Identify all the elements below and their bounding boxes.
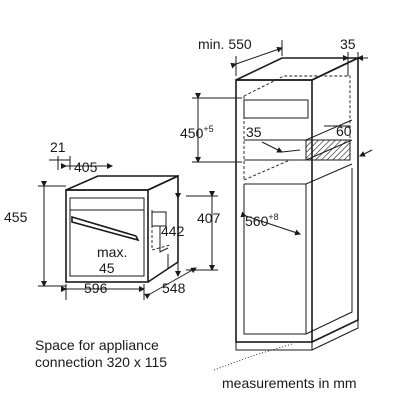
label-max: max. — [97, 244, 127, 260]
note-space-line2: connection 320 x 115 — [35, 354, 167, 370]
dim-top-offset: 21 — [49, 139, 71, 170]
label-vent-depth: 60 — [336, 123, 352, 139]
oven-handle — [71, 215, 140, 242]
note-units: measurements in mm — [222, 375, 357, 391]
label-niche-height: 450+5 — [180, 124, 214, 141]
label-height: 455 — [4, 209, 28, 225]
label-back-gap: 35 — [340, 36, 356, 52]
label-depth: 548 — [162, 280, 186, 296]
dim-max-projection: max. 45 — [97, 244, 127, 276]
label-side-gap: 35 — [246, 124, 262, 140]
dim-min-width: min. 550 — [198, 36, 283, 76]
dim-top-depth: 405 — [61, 159, 113, 175]
connection-leader — [213, 343, 293, 371]
cabinet-side — [311, 56, 359, 343]
dim-niche-depth: 560+8 — [240, 211, 301, 236]
label-min-width: min. 550 — [198, 36, 252, 52]
dim-niche-height: 450+5 — [180, 93, 242, 163]
label-max-value: 45 — [99, 260, 115, 276]
dim-side-gap: 35 — [246, 124, 301, 153]
oven-door — [69, 197, 145, 277]
vent-block — [305, 139, 351, 161]
dim-width: 596 — [61, 280, 145, 300]
oven-front-face — [65, 189, 149, 283]
cabinet-niche — [243, 75, 351, 160]
cabinet-front — [235, 79, 313, 343]
cabinet-drawing — [235, 56, 359, 351]
dim-front-height: 407 — [186, 191, 221, 271]
label-inner-height: 442 — [161, 223, 185, 239]
cabinet-top-face — [235, 57, 359, 81]
label-top-offset: 21 — [50, 139, 66, 155]
label-width: 596 — [84, 280, 108, 296]
dim-vent-depth: 60 — [324, 123, 373, 157]
label-front-height: 407 — [197, 210, 221, 226]
dim-height: 455 — [4, 181, 66, 287]
dim-depth: 548 — [144, 267, 197, 300]
note-space-line1: Space for appliance — [35, 337, 159, 353]
label-top-depth: 405 — [74, 159, 98, 175]
dim-back-gap: 35 — [338, 36, 368, 76]
dim-inner-height: 442 — [161, 193, 185, 277]
label-niche-depth: 560+8 — [245, 212, 279, 229]
